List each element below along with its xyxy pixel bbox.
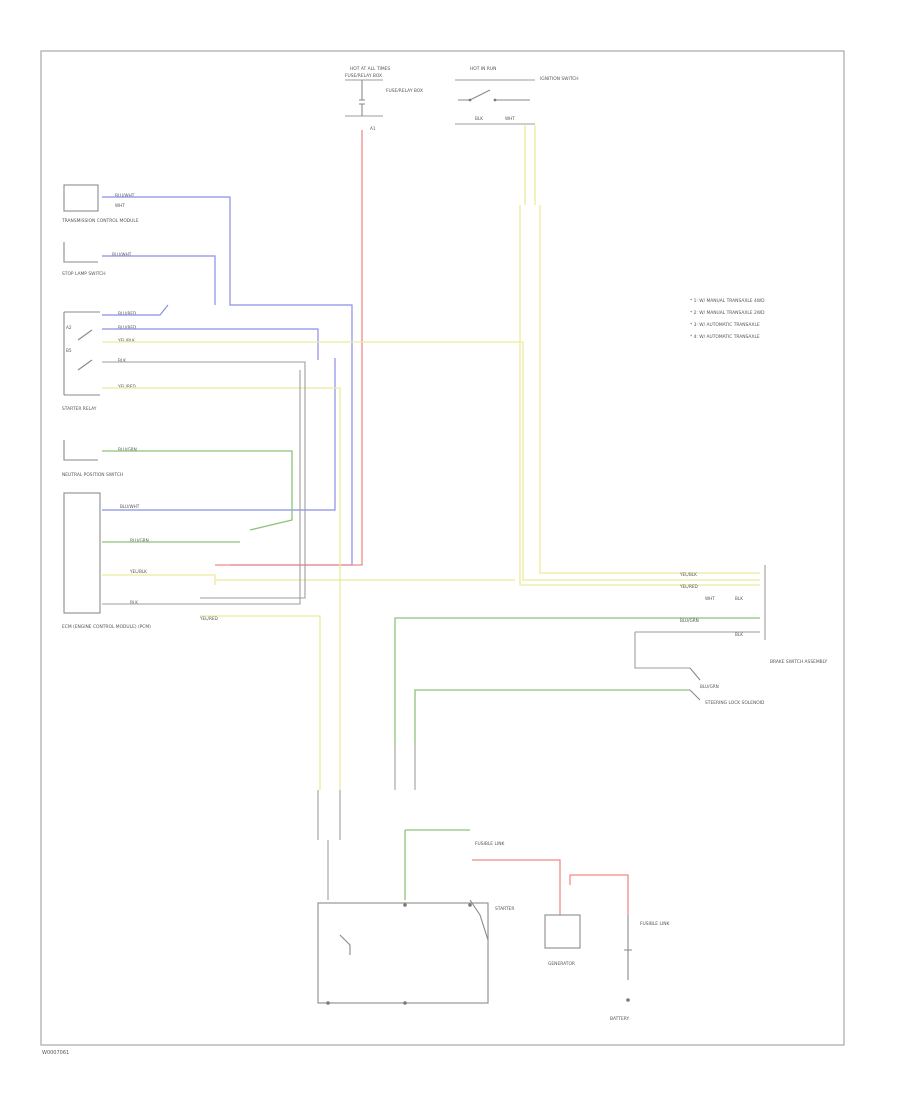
battery: BATTERY bbox=[610, 998, 630, 1022]
neutral-position-switch: NEUTRAL POSITION SWITCH BLU/GRN bbox=[62, 440, 137, 478]
ecm-wire-label-3: YEL/BLK bbox=[129, 569, 147, 574]
green-wire-1 bbox=[102, 450, 293, 531]
fuse-box-label: FUSE/RELAY BOX bbox=[345, 73, 382, 79]
fusible-link-label-2: FUSIBLE LINK bbox=[475, 841, 504, 847]
ecm-wire-label-5: YEL/RED bbox=[199, 616, 218, 621]
diagram-frame bbox=[40, 50, 845, 1046]
relay-pin-label-2: B5 bbox=[66, 348, 72, 353]
relay-wire-label-2: BLU/RED bbox=[118, 325, 136, 330]
relay-wire-label-5: YEL/RED bbox=[117, 384, 136, 389]
ignition-switch: HOT IN RUN IGNITION SWITCH BLK WHT bbox=[455, 66, 579, 125]
blue-wire-4 bbox=[102, 328, 319, 360]
fusible-link-label: FUSIBLE LINK bbox=[640, 921, 669, 927]
red-wire-battery bbox=[472, 859, 629, 915]
tcm-wire-label: BLU/WHT bbox=[115, 193, 135, 198]
brake-wire-label-1: YEL/BLK bbox=[679, 572, 697, 577]
ecm-label: ECM (ENGINE CONTROL MODULE) (PCM) bbox=[62, 624, 151, 630]
note-1: * 1: W/ MANUAL TRANSAXLE 4WD bbox=[690, 298, 765, 304]
note-2: * 2: W/ MANUAL TRANSAXLE 2WD bbox=[690, 310, 765, 316]
stop-lamp-wire-label: BLU/WHT bbox=[112, 252, 132, 257]
ecm-wire-label-1: BLU/WHT bbox=[120, 504, 140, 509]
generator-label: GENERATOR bbox=[548, 961, 575, 967]
ignition-wire-label: BLK bbox=[475, 116, 483, 121]
starter-label: STARTER bbox=[495, 906, 514, 912]
yellow-wire-4 bbox=[102, 574, 216, 585]
steering-lock-label: STEERING LOCK SOLENOID bbox=[705, 700, 765, 706]
red-wire-main bbox=[215, 130, 363, 566]
brake-wire-label-3: WHT bbox=[705, 596, 715, 601]
generator: GENERATOR bbox=[544, 914, 581, 967]
relay-wire-label-4: BLK bbox=[118, 358, 126, 363]
relay-wire-label-1: BLU/RED bbox=[118, 311, 136, 316]
black-wire-3 bbox=[634, 631, 760, 669]
yellow-wire-1 bbox=[102, 341, 760, 581]
green-wire-3 bbox=[394, 617, 760, 745]
transmission-control-module: TRANSMISSION CONTROL MODULE BLU/WHT WHT bbox=[61, 184, 139, 224]
steering-lock-solenoid: BLU/GRN STEERING LOCK SOLENOID bbox=[689, 667, 765, 706]
fuse-pin-label: A1 bbox=[370, 126, 376, 131]
brake-wire-label-4: BLK bbox=[735, 596, 743, 601]
fuse-number-label: FUSE/RELAY BOX bbox=[386, 88, 423, 94]
brake-switch-label: BRAKE SWITCH ASSEMBLY bbox=[770, 659, 828, 665]
notes-block: * 1: W/ MANUAL TRANSAXLE 4WD * 2: W/ MAN… bbox=[690, 298, 765, 340]
black-wire-2 bbox=[102, 370, 301, 605]
hot-at-all-times-label: HOT AT ALL TIMES bbox=[350, 66, 390, 72]
ecm-wire-label-4: BLK bbox=[130, 600, 138, 605]
steering-wire-label: BLU/GRN bbox=[700, 684, 719, 689]
stop-lamp-switch-label: STOP LAMP SWITCH bbox=[62, 271, 106, 277]
diagram-code: W0007061 bbox=[42, 1050, 69, 1056]
brake-switch-assembly: YEL/BLK YEL/RED WHT BLK BLU/GRN BLK BRAK… bbox=[679, 565, 828, 665]
ecm-wire-label-2: BLU/GRN bbox=[130, 538, 149, 543]
neutral-switch-label: NEUTRAL POSITION SWITCH bbox=[62, 472, 123, 478]
blue-wire-2 bbox=[102, 255, 216, 305]
tcm-label: TRANSMISSION CONTROL MODULE bbox=[61, 218, 139, 224]
blue-wire-5 bbox=[102, 358, 336, 511]
black-wire-5 bbox=[394, 745, 416, 790]
note-4: * 4: W/ AUTOMATIC TRANSAXLE bbox=[690, 334, 760, 340]
brake-wire-label-2: YEL/RED bbox=[679, 584, 698, 589]
relay-wire-label-3: YEL/BLK bbox=[117, 338, 135, 343]
green-wire-5 bbox=[404, 829, 470, 900]
battery-label: BATTERY bbox=[610, 1016, 630, 1022]
blue-wire-3 bbox=[102, 304, 169, 316]
black-wire-4 bbox=[317, 790, 341, 900]
note-3: * 3: W/ AUTOMATIC TRANSAXLE bbox=[690, 322, 760, 328]
yellow-wire-ignition bbox=[519, 125, 760, 586]
yellow-wire-2 bbox=[102, 387, 341, 790]
ignition-wire-label-2: WHT bbox=[505, 116, 515, 121]
fusible-link: FUSIBLE LINK FUSIBLE LINK bbox=[475, 841, 669, 980]
brake-wire-label-5: BLU/GRN bbox=[680, 618, 699, 623]
green-wire-4 bbox=[414, 689, 690, 745]
brake-wire-label-6: BLK bbox=[735, 632, 743, 637]
yellow-wire-5 bbox=[200, 615, 321, 790]
fuse-relay-box: HOT AT ALL TIMES FUSE/RELAY BOX FUSE/REL… bbox=[345, 66, 423, 131]
starter-relay-label: STARTER RELAY bbox=[62, 406, 97, 412]
starter-relay: A2 B5 STARTER RELAY BLU/RED BLU/RED YEL/… bbox=[62, 311, 136, 412]
tcm-wire-label-2: WHT bbox=[115, 203, 125, 208]
neutral-wire-label: BLU/GRN bbox=[118, 447, 137, 452]
ignition-switch-label: IGNITION SWITCH bbox=[540, 76, 579, 82]
relay-pin-label: A2 bbox=[66, 325, 72, 330]
starter: STARTER bbox=[317, 899, 514, 1005]
black-wire-1 bbox=[102, 361, 306, 599]
ecm: ECM (ENGINE CONTROL MODULE) (PCM) BLU/WH… bbox=[62, 492, 218, 630]
hot-in-run-label: HOT IN RUN bbox=[470, 66, 496, 72]
stop-lamp-switch: STOP LAMP SWITCH BLU/WHT bbox=[62, 242, 132, 277]
